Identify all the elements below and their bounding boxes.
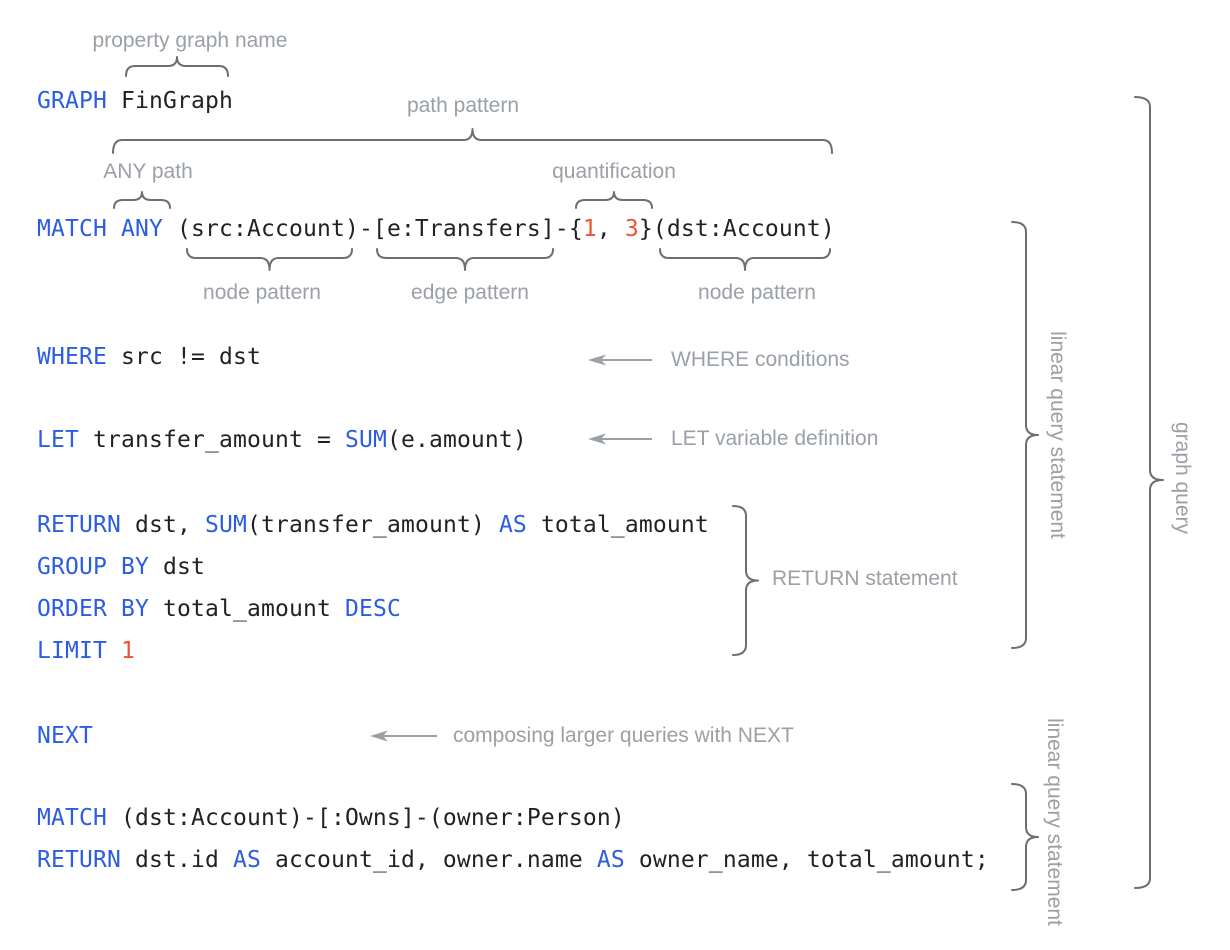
- node-pattern-left-brace: [186, 248, 353, 271]
- return-statement-brace: [732, 505, 759, 656]
- code-token: RETURN: [37, 512, 135, 538]
- graph-query-label: graph query: [1171, 421, 1194, 535]
- return-statement-label: RETURN statement: [772, 567, 958, 590]
- code-token: account_id, owner.name: [274, 847, 597, 873]
- code-token: AS: [596, 847, 639, 873]
- code-token: LET: [37, 427, 93, 453]
- property-graph-name-brace: [125, 56, 229, 77]
- node-pattern-left-label: node pattern: [203, 281, 321, 304]
- code-token: 1: [120, 638, 135, 664]
- code-token: NEXT: [37, 723, 93, 749]
- code-token: total_amount: [540, 512, 709, 538]
- code-token: SUM: [204, 512, 247, 538]
- code-token: SUM: [344, 427, 387, 453]
- code-token: GROUP BY: [37, 554, 163, 580]
- code-token: ORDER BY: [37, 596, 163, 622]
- code-line-let-clause: LET transfer_amount = SUM(e.amount): [37, 426, 527, 454]
- edge-pattern-label: edge pattern: [411, 281, 529, 304]
- linear-query-statement-top-label: linear query statement: [1046, 331, 1069, 539]
- any-path-brace: [113, 191, 171, 209]
- node-pattern-right-label: node pattern: [698, 281, 816, 304]
- composing-next-label: composing larger queries with NEXT: [453, 724, 794, 747]
- code-line-return-final: RETURN dst.id AS account_id, owner.name …: [37, 846, 989, 874]
- code-line-group-by-clause: GROUP BY dst: [37, 553, 205, 581]
- code-token: (e.amount): [386, 427, 527, 453]
- edge-pattern-brace: [376, 248, 554, 271]
- let-variable-definition-label: LET variable definition: [671, 427, 879, 450]
- code-token: AS: [232, 847, 275, 873]
- where-conditions-label: WHERE conditions: [671, 348, 850, 371]
- code-token: owner_name, total_amount;: [638, 847, 989, 873]
- property-graph-name-label: property graph name: [92, 29, 288, 52]
- quantification-label: quantification: [552, 160, 676, 183]
- path-pattern-label: path pattern: [406, 94, 520, 117]
- code-line-where-clause: WHERE src != dst: [37, 343, 261, 371]
- code-line-match-any: MATCH ANY (src:Account)-[e:Transfers]-{1…: [37, 215, 835, 243]
- code-token: MATCH: [37, 805, 121, 831]
- code-token: LIMIT: [37, 638, 121, 664]
- code-token: }(dst:Account): [638, 216, 835, 242]
- code-token: RETURN: [37, 847, 135, 873]
- code-token: WHERE: [37, 344, 121, 370]
- code-token: MATCH ANY: [37, 216, 177, 242]
- code-token: AS: [498, 512, 541, 538]
- code-line-order-by-clause: ORDER BY total_amount DESC: [37, 595, 401, 623]
- code-line-return-clause: RETURN dst, SUM(transfer_amount) AS tota…: [37, 511, 709, 539]
- code-line-next-clause: NEXT: [37, 722, 93, 750]
- let-variable-arrow: [588, 433, 652, 445]
- code-token: total_amount: [162, 596, 345, 622]
- code-token: (dst:Account)-[:Owns]-(owner:Person): [120, 805, 625, 831]
- where-conditions-arrow: [588, 354, 652, 366]
- graph-query-brace: [1134, 96, 1164, 889]
- code-token: dst: [162, 554, 205, 580]
- node-pattern-right-brace: [659, 248, 831, 271]
- code-line-graph-clause: GRAPH FinGraph: [37, 87, 233, 115]
- composing-next-arrow: [370, 730, 437, 742]
- linear-query-statement-bottom-label: linear query statement: [1043, 718, 1066, 926]
- code-token: GRAPH: [37, 88, 121, 114]
- code-token: dst,: [134, 512, 205, 538]
- path-pattern-brace: [112, 128, 833, 154]
- code-token: (src:Account)-[e:Transfers]-{: [176, 216, 583, 242]
- linear-query-statement-bottom-brace: [1011, 783, 1039, 891]
- code-token: (transfer_amount): [246, 512, 499, 538]
- code-token: ,: [596, 216, 625, 242]
- code-token: 1: [582, 216, 597, 242]
- code-token: 3: [624, 216, 639, 242]
- code-line-limit-clause: LIMIT 1: [37, 637, 135, 665]
- code-line-match-owns: MATCH (dst:Account)-[:Owns]-(owner:Perso…: [37, 804, 625, 832]
- code-token: FinGraph: [120, 88, 233, 114]
- code-token: src != dst: [120, 344, 261, 370]
- linear-query-statement-top-brace: [1011, 221, 1039, 649]
- quantification-brace: [575, 191, 653, 209]
- code-token: dst.id: [134, 847, 233, 873]
- any-path-label: ANY path: [103, 160, 193, 183]
- code-token: transfer_amount =: [93, 427, 345, 453]
- code-token: DESC: [344, 596, 401, 622]
